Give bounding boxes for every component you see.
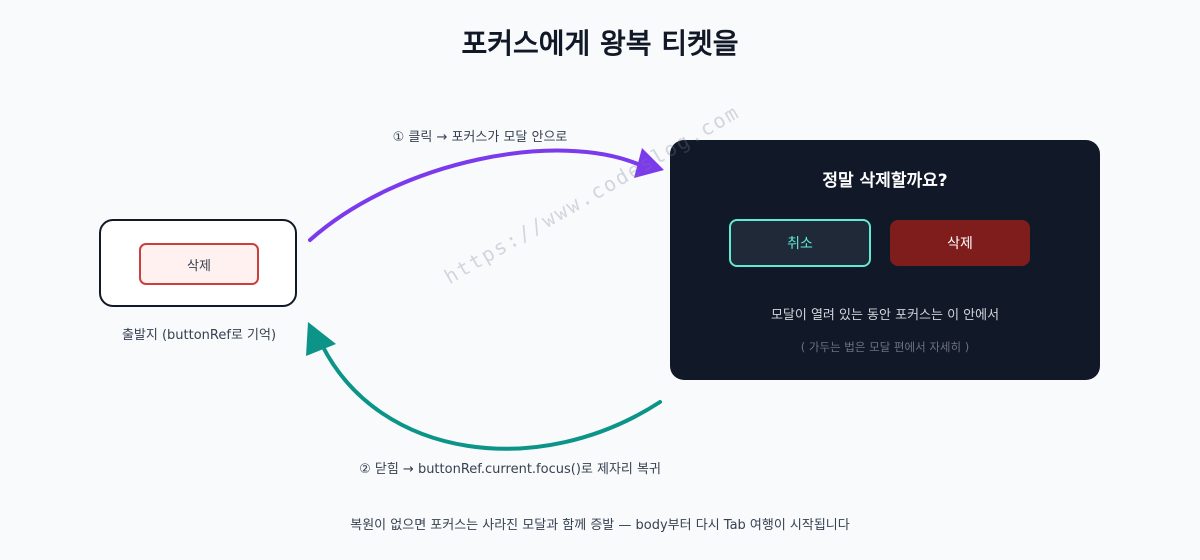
open-focus-label: ① 클릭 → 포커스가 모달 안으로 bbox=[392, 130, 568, 145]
origin-box: 삭제 bbox=[99, 219, 297, 307]
origin-delete-button[interactable]: 삭제 bbox=[139, 243, 259, 285]
modal-cancel-button[interactable]: 취소 bbox=[729, 219, 871, 267]
return-focus-arrow bbox=[320, 343, 662, 451]
modal-title: 정말 삭제할까요? bbox=[822, 171, 948, 191]
open-focus-arrow bbox=[308, 148, 642, 242]
return-focus-label: ② 닫힘 → buttonRef.current.focus()로 제자리 복귀 bbox=[359, 462, 661, 477]
origin-caption: 출발지 (buttonRef로 기억) bbox=[121, 328, 277, 343]
diagram-title: 포커스에게 왕복 티켓을 bbox=[461, 27, 739, 60]
modal-delete-button[interactable]: 삭제 bbox=[890, 220, 1030, 266]
return-focus-arrowhead bbox=[306, 322, 336, 356]
open-focus-arrowhead bbox=[634, 148, 664, 178]
footer-note: 복원이 없으면 포커스는 사라진 모달과 함께 증발 — body부터 다시 T… bbox=[350, 518, 850, 533]
modal-subnote: ( 가두는 법은 모달 편에서 자세히 ) bbox=[800, 340, 970, 354]
confirm-modal: 정말 삭제할까요? 취소 삭제 모달이 열려 있는 동안 포커스는 이 안에서 … bbox=[670, 140, 1100, 380]
modal-note: 모달이 열려 있는 동안 포커스는 이 안에서 bbox=[770, 308, 1000, 323]
